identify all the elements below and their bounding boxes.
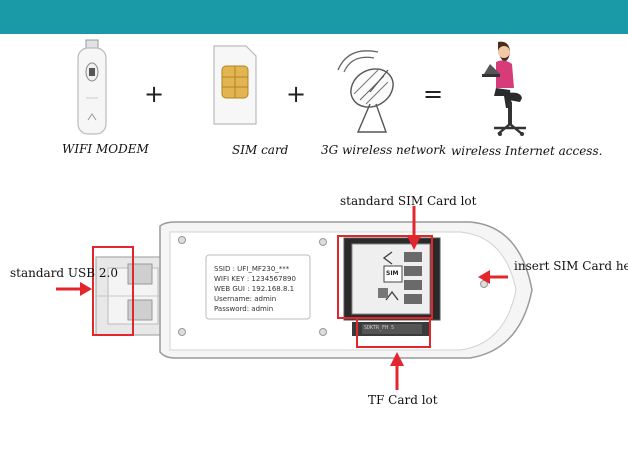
sim-slot-callout: standard SIM Card lot [340, 194, 477, 208]
arrow-insert-sim [478, 270, 508, 284]
plus-operator-1: + [144, 80, 165, 108]
header-band [0, 0, 628, 34]
plus-operator-2: + [286, 80, 307, 108]
usb-modem-icon [77, 39, 107, 135]
network-label: 3G wireless network [321, 143, 447, 157]
info-sticker [205, 254, 311, 320]
tf-slot-mark: SDKTR_FH 5 [364, 325, 395, 331]
usb-highlight-box [92, 246, 134, 336]
password-text: Password: admin [214, 305, 274, 313]
ssid-text: SSID : UFI_MF230_*** [214, 265, 290, 273]
web-gui-text: WEB GUI : 192.168.8.1 [214, 285, 295, 293]
woman-laptop-icon [482, 41, 526, 136]
tf-slot-highlight-box [356, 317, 431, 348]
arrow-sim-slot [407, 206, 421, 250]
sim-card-icon [213, 45, 257, 125]
tf-slot-callout: TF Card lot [368, 393, 438, 407]
device-info-text: SSID : UFI_MF230_*** WIFI KEY : 12345678… [214, 264, 296, 314]
wifi-modem-label: WIFI MODEM [62, 142, 149, 156]
username-text: Username: admin [214, 295, 277, 303]
satellite-dish-icon [337, 50, 394, 133]
sim-tray [343, 237, 441, 321]
usb-callout: standard USB 2.0 [10, 266, 118, 280]
sim-slot-mark: SIM [386, 270, 399, 277]
internet-access-step [470, 38, 530, 138]
wifi-modem-step [72, 38, 112, 138]
wifi-key-text: WIFI KEY : 1234567890 [214, 275, 296, 283]
sim-card-step [212, 44, 258, 126]
arrow-tf-slot [390, 352, 404, 390]
network-step [330, 40, 406, 136]
equals-operator: = [423, 80, 444, 108]
sim-card-label: SIM card [232, 143, 289, 157]
arrow-usb [56, 282, 92, 296]
internet-access-label: wireless Internet access. [451, 144, 603, 158]
tf-slot [352, 322, 430, 336]
insert-sim-callout: insert SIM Card here [514, 259, 628, 273]
